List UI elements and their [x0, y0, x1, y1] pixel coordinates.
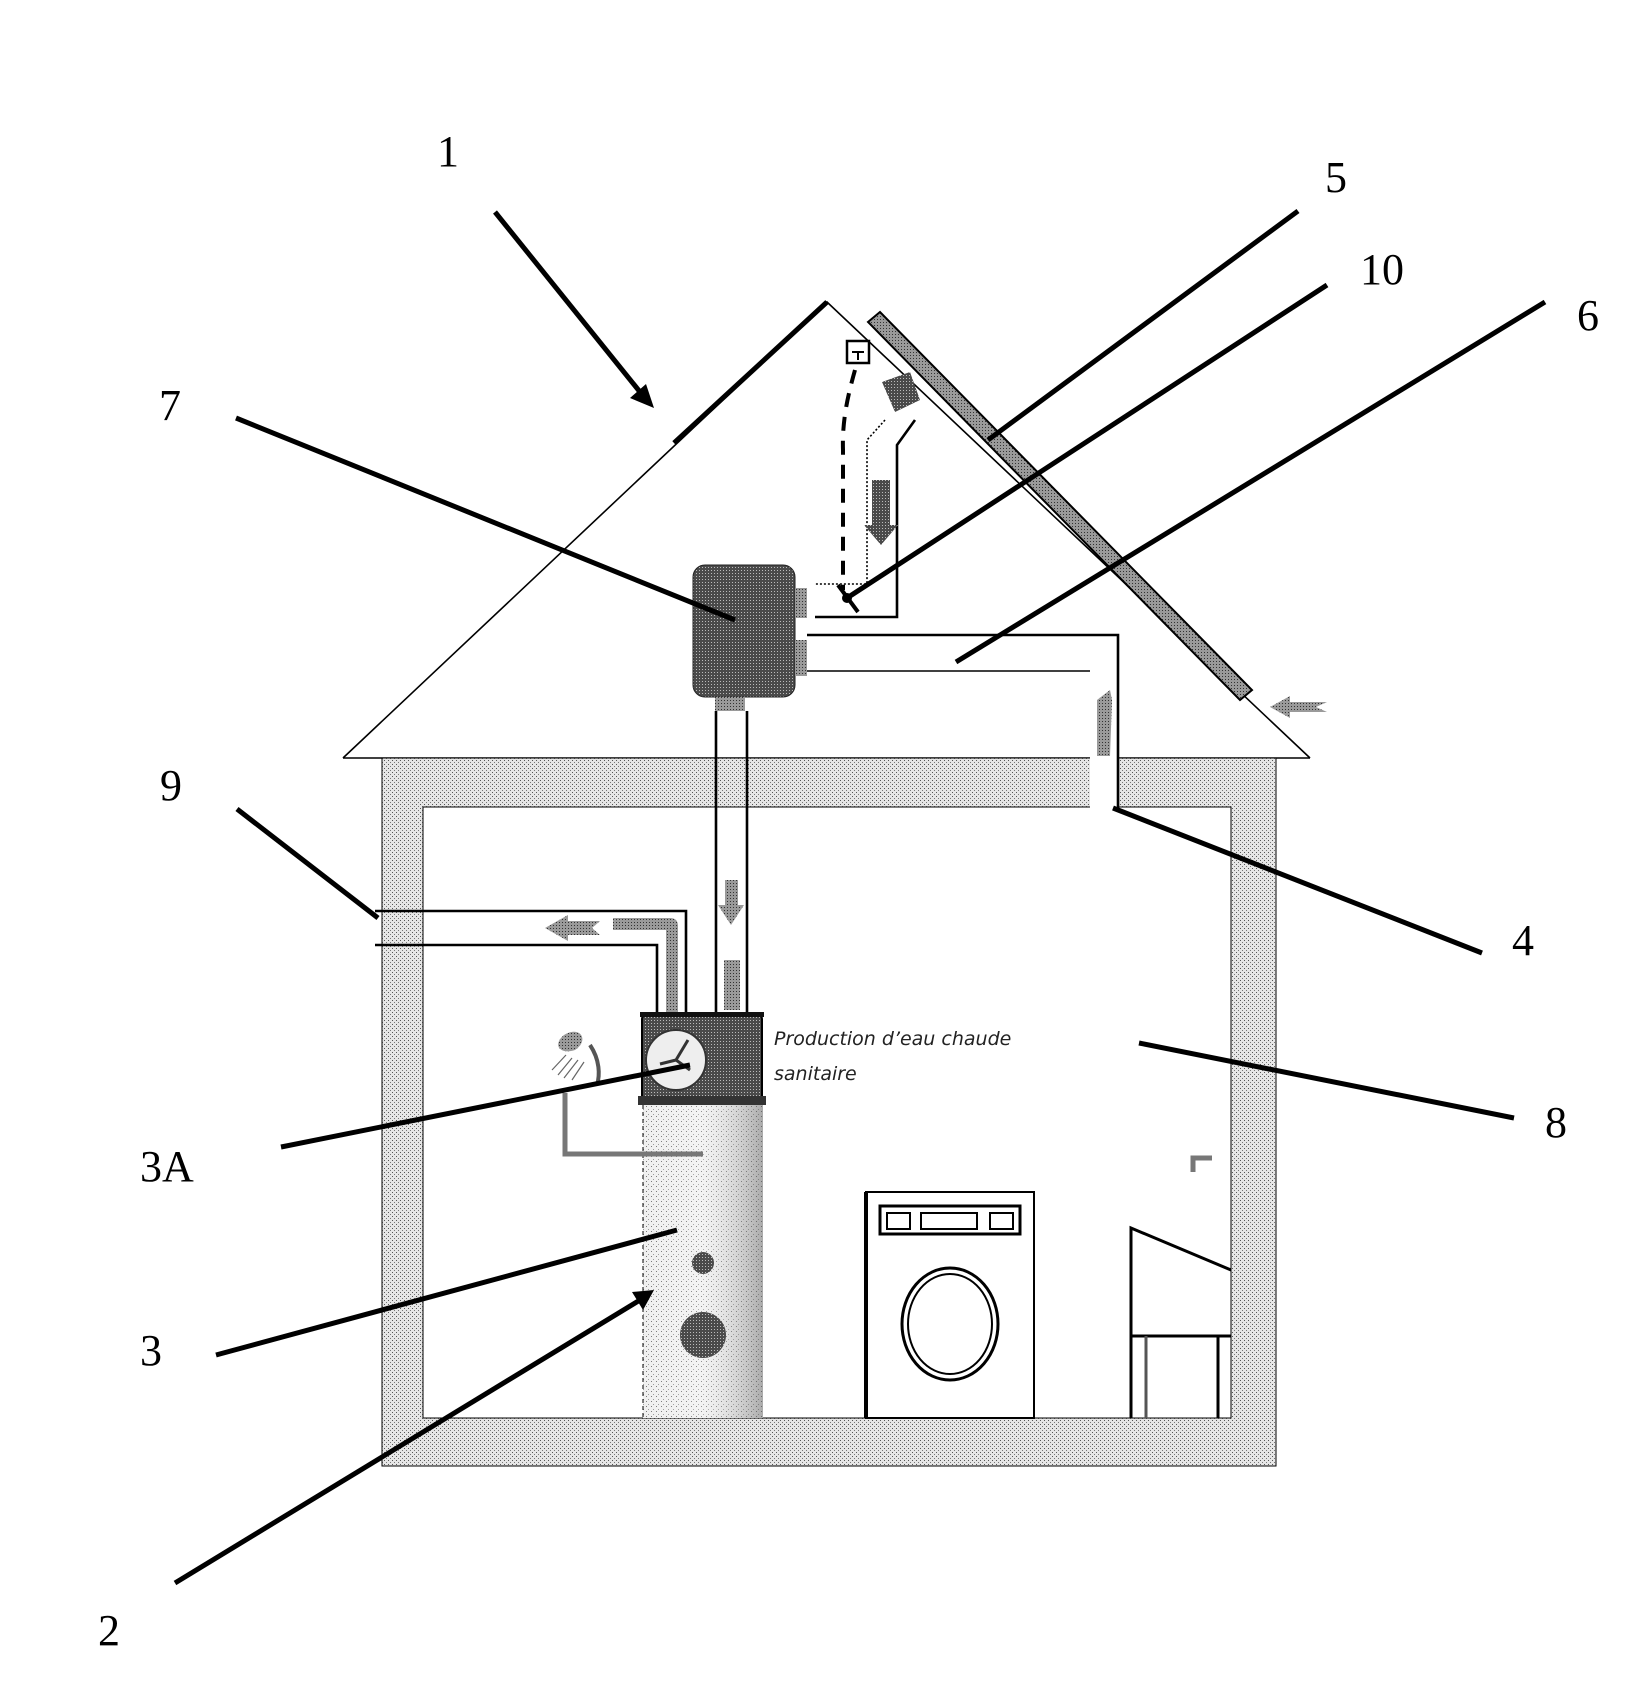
- ref-label-6: 6: [1577, 291, 1599, 340]
- roof: [342, 300, 1311, 759]
- arrowhead-1-icon: [630, 384, 654, 408]
- leader-8: [1138, 1040, 1515, 1121]
- leader-3: [215, 1227, 678, 1358]
- leader-1: [493, 210, 642, 394]
- reference-labels: 1 5 10 6 7 9 4 8 3A 3 2: [98, 127, 1599, 1655]
- washer-door: [900, 1266, 1000, 1382]
- ref-label-3: 3: [140, 1326, 162, 1375]
- water-tank: [642, 1105, 763, 1418]
- faucet-icon: [1190, 1155, 1212, 1172]
- leader-4: [1112, 805, 1483, 956]
- collector-outlet: [882, 372, 920, 412]
- shower-head-icon: [558, 1031, 583, 1052]
- leader-9: [235, 807, 380, 920]
- airflow-arrow-down-icon: [864, 480, 898, 545]
- ref-label-2: 2: [98, 1606, 120, 1655]
- leader-3a: [280, 1062, 691, 1150]
- ref-label-3a: 3A: [140, 1142, 194, 1191]
- ref-label-9: 9: [160, 761, 182, 810]
- control-wire: [840, 369, 857, 590]
- sink: [1129, 1155, 1232, 1418]
- roof-edge-highlight: [672, 300, 829, 445]
- caption-line-1: Production d’eau chaude: [774, 1028, 1011, 1050]
- sensor-glyph: [852, 351, 864, 360]
- tank-port-large: [680, 1312, 726, 1358]
- house-walls: [381, 757, 1277, 1467]
- leader-2: [173, 1297, 642, 1586]
- roof-outline: [342, 300, 1311, 759]
- airflow-arrow-left-icon: [545, 915, 600, 941]
- ref-label-1: 1: [437, 127, 459, 176]
- ventilation-unit: [692, 564, 807, 711]
- collector-duct: [815, 372, 920, 619]
- ref-label-7: 7: [159, 381, 181, 430]
- hot-water-pipe: [562, 1093, 703, 1157]
- airflow-arrow-down-2-icon: [718, 880, 744, 925]
- airflow-arrow-in-icon: [1270, 696, 1327, 718]
- heat-pump-head: [638, 1012, 766, 1105]
- airflow-arrow-up-icon: [1097, 690, 1112, 756]
- extraction-duct: [807, 633, 1120, 808]
- shower: [551, 1031, 703, 1157]
- leader-10: [845, 282, 1329, 601]
- leader-lines: [173, 208, 1547, 1586]
- washing-machine: [864, 1191, 1035, 1419]
- caption-line-2: sanitaire: [774, 1063, 857, 1085]
- vertical-duct: [714, 711, 749, 1013]
- exhaust-duct: [375, 909, 688, 1013]
- tank-port-small: [692, 1252, 714, 1274]
- ref-label-10: 10: [1360, 245, 1404, 294]
- ceiling-opening: [1090, 757, 1118, 808]
- ref-label-5: 5: [1325, 153, 1347, 202]
- ref-label-4: 4: [1512, 916, 1534, 965]
- leader-7: [235, 415, 736, 623]
- solar-collector: [866, 310, 1254, 702]
- leader-5: [986, 208, 1300, 443]
- arrowhead-2-icon: [632, 1290, 654, 1310]
- leader-6: [954, 299, 1547, 665]
- ref-label-8: 8: [1545, 1098, 1567, 1147]
